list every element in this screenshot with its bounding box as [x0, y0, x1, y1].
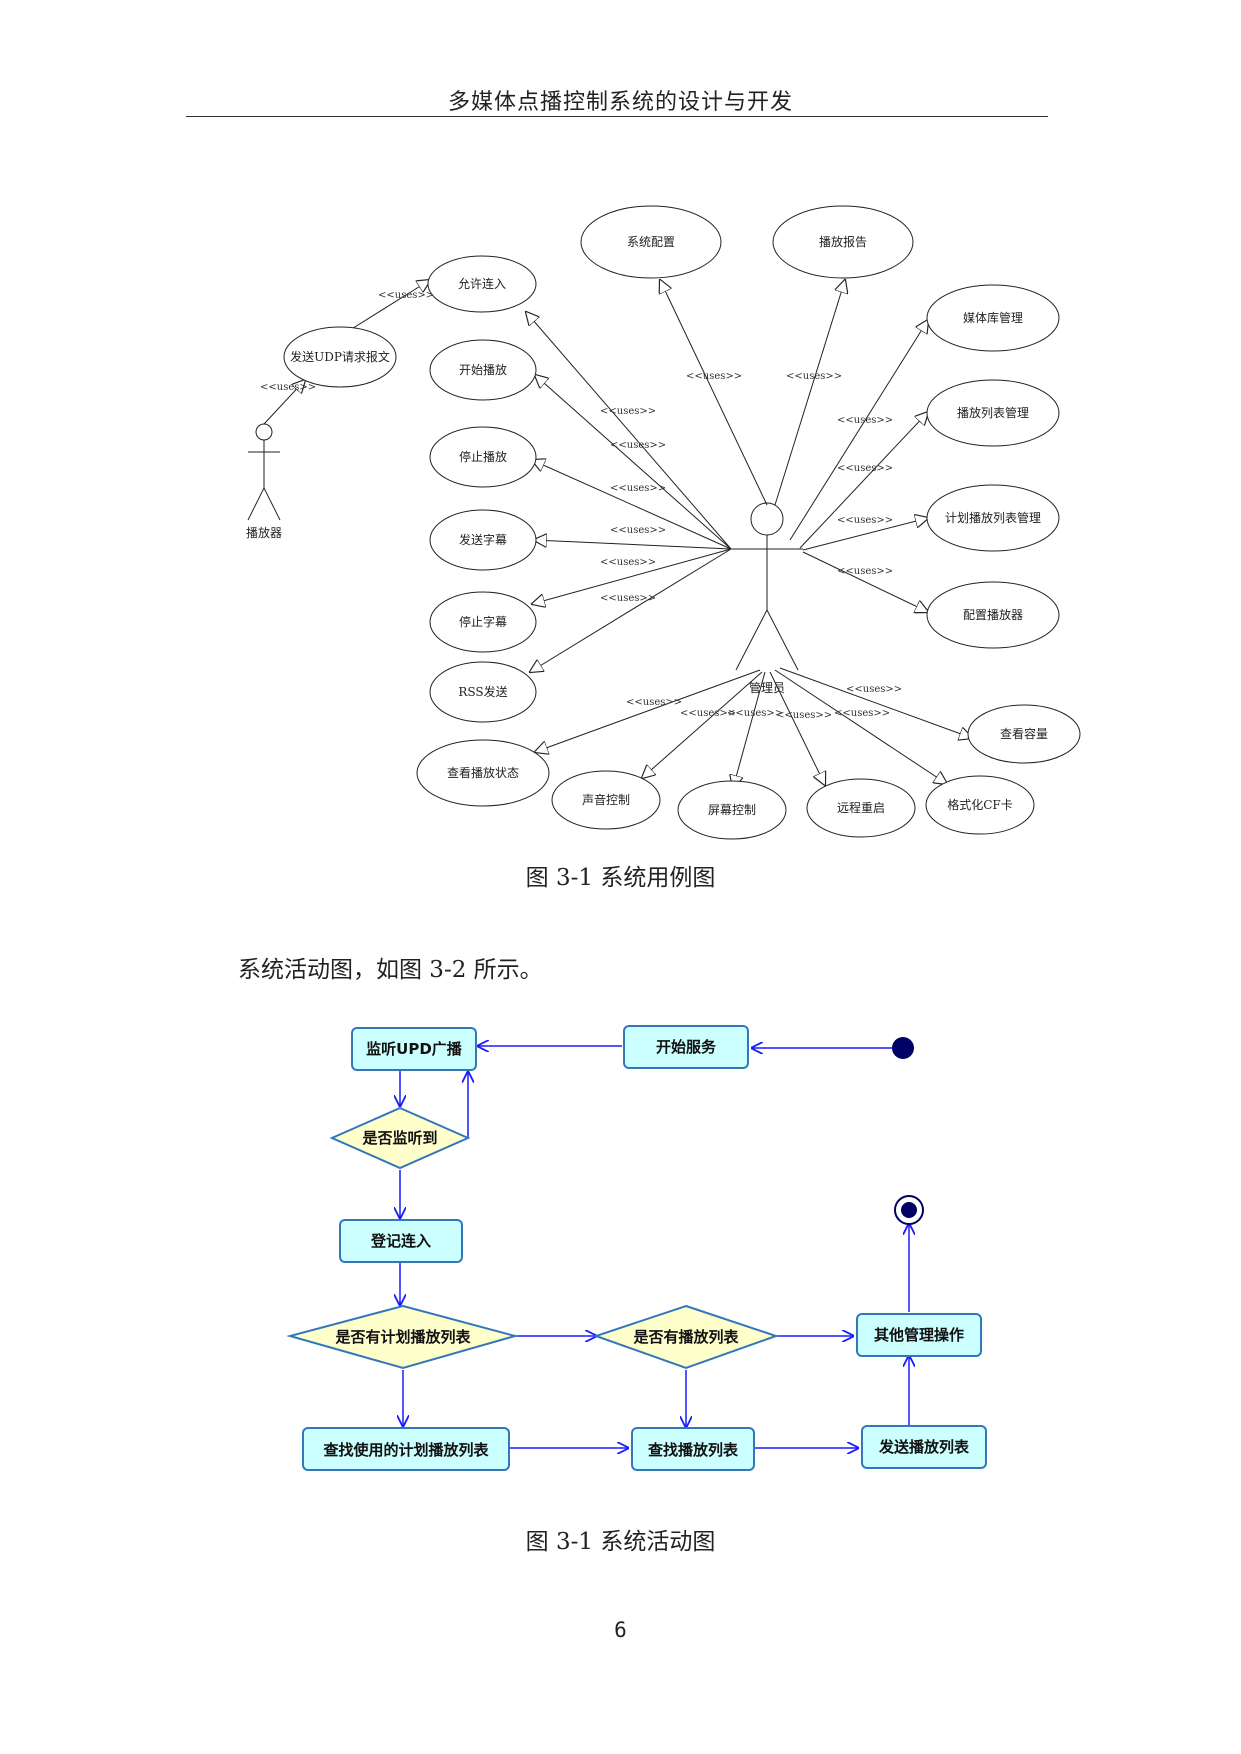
uc-system-config-label: 系统配置 [627, 235, 675, 249]
uc-stop-play-label: 停止播放 [459, 449, 507, 464]
uc-play-report [772, 205, 914, 279]
act-find-schedule [302, 1427, 510, 1471]
uc-playlist-mgmt [926, 379, 1060, 447]
uc-allow-connect-label: 允许连入 [458, 276, 506, 291]
uses-label: <<uses>> [378, 290, 434, 301]
dec-has-playlist [592, 1304, 780, 1370]
act-register-label: 登记连入 [370, 1232, 431, 1250]
uc-start-play [429, 339, 537, 401]
uc-config-player [926, 581, 1060, 649]
uses-label: <<uses>> [600, 557, 656, 568]
uses-label: <<uses>> [776, 710, 832, 721]
body-paragraph: 系统活动图，如图 3-2 所示。 [238, 957, 543, 983]
uc-remote-restart-label: 远程重启 [837, 800, 885, 815]
act-start-service-label: 开始服务 [656, 1038, 717, 1056]
uc-schedule-mgmt [926, 484, 1060, 552]
uses-label: <<uses>> [846, 684, 902, 695]
dec-has-playlist-label: 是否有播放列表 [632, 1328, 739, 1346]
act-listen-udp [351, 1027, 477, 1071]
uses-label: <<uses>> [834, 708, 890, 719]
act-listen-udp-label: 监听UPD广播 [366, 1040, 463, 1058]
end-node-outer [894, 1195, 924, 1225]
act-other-ops-label: 其他管理操作 [874, 1326, 964, 1344]
uses-label: <<uses>> [600, 593, 656, 604]
dec-has-schedule-label: 是否有计划播放列表 [334, 1328, 471, 1346]
act-start-service [623, 1025, 749, 1069]
player-actor [247, 423, 281, 521]
uc-remote-restart [806, 778, 916, 838]
act-find-playlist [631, 1427, 755, 1471]
dec-has-schedule [286, 1304, 519, 1370]
uc-stop-play [429, 426, 537, 488]
act-other-ops [856, 1313, 982, 1357]
figure-caption-activity: 图 3-1 系统活动图 [525, 1529, 716, 1555]
uc-stop-subtitle [429, 591, 537, 653]
uc-schedule-mgmt-label: 计划播放列表管理 [945, 510, 1041, 525]
uses-label: <<uses>> [626, 697, 682, 708]
uc-rss-send-label: RSS发送 [458, 684, 507, 699]
uc-sound-control [551, 770, 661, 830]
uses-label: <<uses>> [610, 440, 666, 451]
uses-label: <<uses>> [260, 382, 316, 393]
uc-view-capacity-label: 查看容量 [1000, 726, 1048, 741]
uc-media-lib-label: 媒体库管理 [963, 310, 1023, 325]
uc-send-udp [283, 326, 397, 388]
page-number: 6 [614, 1618, 627, 1642]
uses-label: <<uses>> [786, 371, 842, 382]
uc-play-report-label: 播放报告 [819, 234, 867, 249]
uc-screen-control-label: 屏幕控制 [708, 803, 756, 817]
uc-send-udp-label: 发送UDP请求报文 [290, 349, 390, 364]
uc-start-play-label: 开始播放 [459, 362, 507, 377]
figure-caption-usecase: 图 3-1 系统用例图 [525, 865, 716, 891]
uc-sound-control-label: 声音控制 [582, 792, 630, 807]
uc-send-subtitle [429, 509, 537, 571]
uc-stop-subtitle-label: 停止字幕 [459, 614, 507, 629]
uc-send-subtitle-label: 发送字幕 [459, 532, 507, 547]
dec-is-heard [329, 1106, 471, 1170]
uses-label: <<uses>> [600, 406, 656, 417]
start-node [892, 1037, 914, 1059]
uc-config-player-label: 配置播放器 [963, 607, 1023, 622]
uses-label: <<uses>> [727, 708, 783, 719]
uc-allow-connect [427, 255, 537, 313]
end-node-inner [901, 1202, 917, 1218]
uc-playlist-mgmt-label: 播放列表管理 [957, 405, 1029, 420]
uses-label: <<uses>> [837, 515, 893, 526]
uses-label: <<uses>> [837, 566, 893, 577]
act-send-playlist-label: 发送播放列表 [878, 1438, 970, 1456]
uc-rss-send [429, 661, 537, 723]
uses-label: <<uses>> [610, 525, 666, 536]
act-send-playlist [861, 1425, 987, 1469]
uses-label: <<uses>> [680, 708, 736, 719]
uses-label: <<uses>> [686, 371, 742, 382]
uc-screen-control [677, 780, 787, 840]
act-register [339, 1219, 463, 1263]
uc-view-status-label: 查看播放状态 [447, 765, 519, 780]
uses-label: <<uses>> [837, 463, 893, 474]
page-header-title: 多媒体点播控制系统的设计与开发 [447, 90, 793, 115]
dec-is-heard-label: 是否监听到 [361, 1129, 437, 1147]
act-find-schedule-label: 查找使用的计划播放列表 [323, 1441, 489, 1459]
uses-label: <<uses>> [610, 483, 666, 494]
uc-view-capacity [967, 704, 1081, 764]
uses-label: <<uses>> [837, 415, 893, 426]
uc-view-status [416, 739, 550, 807]
activity-diagram: 监听UPD广播 开始服务 是否监听到 登记连入 是否有计划播放列表 是否有播放列… [286, 1025, 987, 1471]
admin-actor-label: 管理员 [749, 680, 785, 695]
act-find-playlist-label: 查找播放列表 [648, 1441, 739, 1459]
header-rule [186, 116, 1048, 117]
uc-format-cf-label: 格式化CF卡 [947, 797, 1013, 812]
uc-system-config [580, 205, 722, 279]
admin-actor [731, 502, 803, 671]
uc-media-lib [926, 284, 1060, 352]
player-actor-label: 播放器 [246, 525, 282, 540]
uc-format-cf [925, 775, 1035, 835]
